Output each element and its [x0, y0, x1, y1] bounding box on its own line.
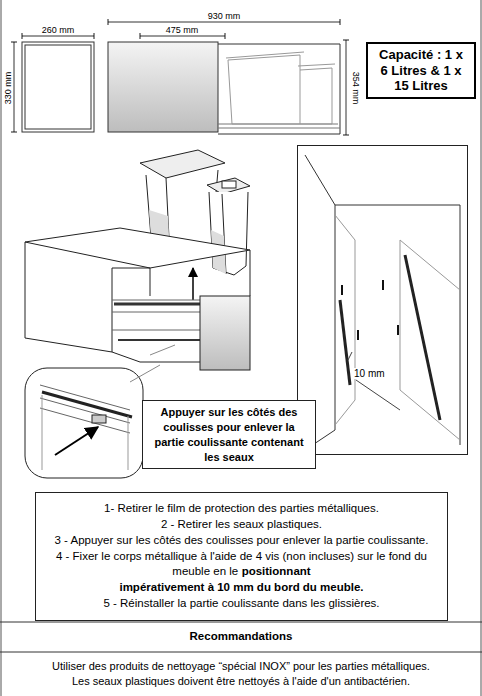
- section-heading: Recommandations: [189, 630, 294, 642]
- dimension-label: 930 mm: [207, 11, 242, 21]
- node-text: impérativement à 10 mm du bord du meuble…: [46, 580, 437, 596]
- node-text: Appuyer sur les côtés des coulisses pour…: [149, 405, 309, 464]
- instruction-box: 1- Retirer le film de protection des par…: [35, 492, 448, 621]
- capacity-box: Capacité : 1 x 6 Litres & 1 x 15 Litres: [366, 42, 476, 99]
- dimension-label: 260 mm: [41, 25, 76, 35]
- detail-frame: 10 mm: [297, 145, 468, 455]
- node-text: 5 - Réinstaller la partie coulissante da…: [46, 596, 437, 612]
- recommendation-text: Utiliser des produits de nettoyage “spéc…: [51, 660, 431, 672]
- node-text: 4 - Fixer le corps métallique à l'aide d…: [56, 550, 427, 578]
- dimension-label: 475 mm: [165, 25, 200, 35]
- recommendation-text: Les seaux plastiques doivent être nettoy…: [71, 675, 411, 687]
- dimension-label: 330 mm: [3, 71, 13, 106]
- node-text: 10 mm: [354, 368, 385, 379]
- dimension-label: 354 mm: [351, 71, 361, 106]
- node-text: 1- Retirer le film de protection des par…: [46, 501, 437, 517]
- node-text: Capacité : 1 x 6 Litres & 1 x 15 Litres: [374, 47, 468, 94]
- node-text: 3 - Appuyer sur les côtés des coulisses …: [46, 533, 437, 549]
- node-text: positionnant: [242, 565, 311, 577]
- callout-box: Appuyer sur les côtés des coulisses pour…: [142, 400, 316, 469]
- node-text: 2 - Retirer les seaux plastiques.: [46, 517, 437, 533]
